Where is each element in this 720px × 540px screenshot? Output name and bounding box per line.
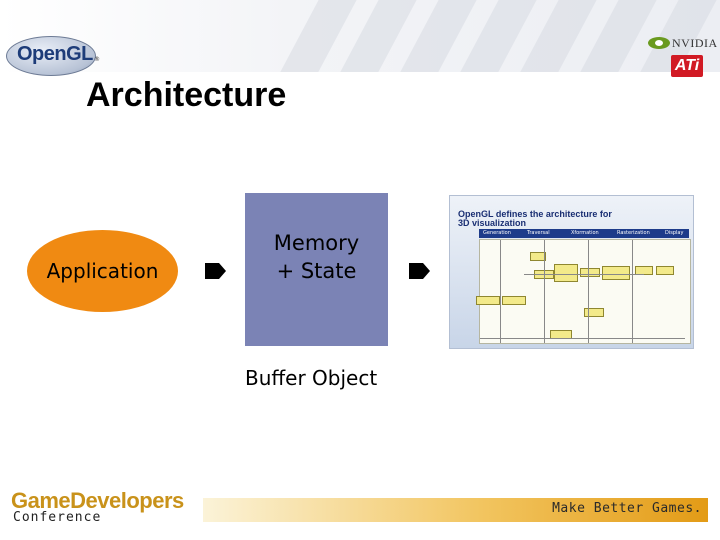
gdc-logo: GameDevelopers Conference <box>11 488 201 528</box>
ati-logo: ATi <box>671 55 703 77</box>
diagram-block <box>554 264 578 282</box>
diagram-stage: Display <box>665 230 684 236</box>
diagram-stage: Xformation <box>571 230 599 236</box>
buffer-object-label: Buffer Object <box>245 366 378 390</box>
diagram-block <box>584 308 604 317</box>
diagram-title-line1: OpenGL defines the architecture for <box>458 209 612 219</box>
diagram-stage: Traversal <box>527 230 550 236</box>
application-label: Application <box>46 259 159 283</box>
diagram-flow-area <box>476 239 691 344</box>
gdc-logo-line1: GameDevelopers <box>11 488 184 513</box>
header-decoration <box>0 0 720 72</box>
diagram-block <box>580 268 600 277</box>
memory-state-box: Memory + State <box>245 193 388 346</box>
diagram-block <box>635 266 653 275</box>
nvidia-eye-icon <box>648 37 670 49</box>
application-oval: Application <box>27 230 178 312</box>
footer-bar: Make Better Games. <box>203 498 708 522</box>
diagram-stage: Generation <box>483 230 511 236</box>
opengl-logo: OpenGL ® <box>6 36 100 76</box>
nvidia-logo-text: NVIDIA <box>672 36 718 50</box>
diagram-block <box>502 296 526 305</box>
diagram-block <box>656 266 674 275</box>
diagram-stage: Rasterization <box>617 230 650 236</box>
architecture-diagram: OpenGL defines the architecture for 3D v… <box>449 195 694 349</box>
footer-slogan: Make Better Games. <box>552 501 702 516</box>
diagram-block <box>602 266 630 280</box>
diagram-block <box>476 296 500 305</box>
diagram-block <box>530 252 546 261</box>
memory-label: Memory <box>273 230 360 255</box>
diagram-title-line2: 3D visualization <box>458 218 527 228</box>
diagram-stage-header: Generation Traversal Xformation Rasteriz… <box>479 229 689 238</box>
slide-title: Architecture <box>86 76 287 114</box>
arrow-right-icon <box>205 263 226 279</box>
arrow-right-icon <box>409 263 430 279</box>
state-label: + State <box>276 258 357 283</box>
opengl-logo-text: OpenGL <box>17 43 93 65</box>
gdc-logo-line2: Conference <box>13 510 102 525</box>
nvidia-logo: NVIDIA <box>648 36 718 50</box>
